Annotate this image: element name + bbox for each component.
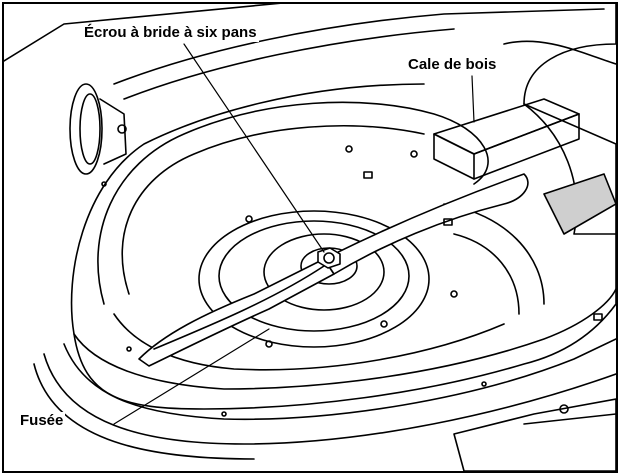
hole-1	[410, 150, 418, 158]
inner-bowl-2	[113, 313, 505, 371]
hole-5	[265, 340, 273, 348]
lower-bracket-2	[523, 413, 616, 425]
gauge-wheel-inner	[79, 93, 101, 165]
inner-bowl	[97, 101, 489, 305]
deck-front-edge	[43, 353, 616, 445]
wheel-bracket	[99, 98, 127, 165]
rivet-1	[101, 181, 107, 187]
label-hex-flange-nut: Écrou à bride à six pans	[82, 24, 259, 42]
deck-front-edge-2	[33, 363, 255, 460]
rivet-4	[481, 381, 487, 387]
blade-right	[323, 173, 529, 275]
deck-top-edge	[113, 8, 605, 85]
rivet-2	[126, 346, 132, 352]
wood-block-front	[433, 133, 475, 180]
wheel-bolt	[117, 124, 127, 134]
hole-6	[450, 290, 458, 298]
deck-top-edge-2	[123, 28, 455, 100]
spindle-ring-inner	[263, 233, 385, 311]
label-wood-block: Cale de bois	[406, 56, 499, 74]
blade-edge	[153, 265, 325, 350]
deck-rim-line-3	[63, 338, 616, 421]
leader-spindle	[113, 328, 270, 425]
hole-2	[345, 145, 353, 153]
right-housing-5	[453, 233, 520, 315]
slot-3	[593, 313, 603, 321]
blade-left	[138, 258, 335, 367]
leader-nut	[183, 43, 325, 253]
hole-4	[380, 320, 388, 328]
spindle-ring-outer	[198, 210, 430, 348]
hex-nut	[317, 247, 341, 269]
slot-1	[363, 171, 373, 179]
wood-block-side	[473, 113, 580, 180]
mower-deck-drawing	[4, 4, 616, 471]
lower-bracket	[453, 398, 616, 471]
deck-outer-rim	[4, 4, 616, 410]
hole-3	[245, 215, 253, 223]
label-spindle: Fusée	[18, 412, 66, 430]
gauge-wheel	[69, 83, 103, 175]
inner-bowl-3	[121, 125, 425, 295]
rivet-3	[221, 411, 227, 417]
nut-center	[323, 252, 335, 264]
slot-2	[443, 218, 453, 226]
right-housing-3	[543, 173, 616, 235]
right-housing	[503, 40, 616, 65]
spindle-ring-mid	[218, 220, 410, 332]
deck-rim-line-2	[73, 288, 616, 390]
leader-wood-block	[471, 75, 475, 123]
